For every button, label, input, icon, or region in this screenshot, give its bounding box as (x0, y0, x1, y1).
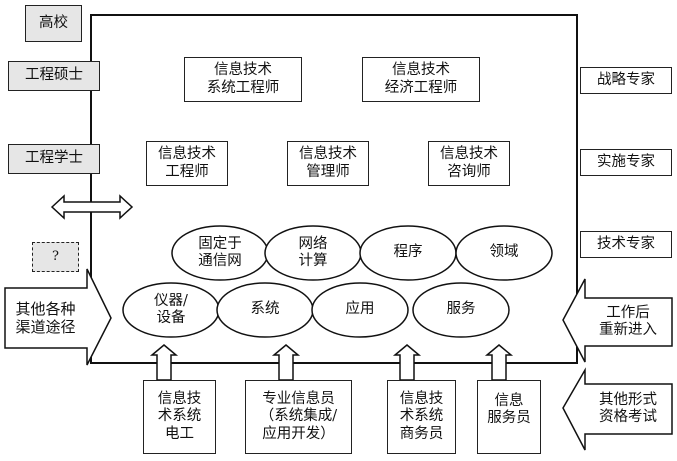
ellipse-row1 (455, 225, 553, 281)
domain-network-computing: 网络 计算 (298, 235, 328, 269)
role-system-engineer (184, 57, 302, 102)
up-arrows (149, 344, 514, 381)
role-info-service-label: 信息 服务员 (487, 392, 531, 426)
ellipse-row2 (311, 282, 409, 338)
unknown-box (32, 242, 79, 272)
role-consultant-label: 信息技术 咨询师 (440, 146, 498, 180)
role-engineer (146, 141, 228, 186)
right-exam-arrow-shape (562, 367, 673, 451)
domain-system: 系统 (250, 301, 280, 318)
role-manager (287, 141, 369, 186)
role-manager-label: 信息技术 管理师 (299, 146, 357, 180)
role-engineer-label: 信息技术 工程师 (158, 146, 216, 180)
domain-program: 程序 (393, 244, 423, 261)
expert-implementation-label: 实施专家 (597, 153, 655, 170)
domain-fixed-network: 固定于 通信网 (198, 235, 242, 269)
role-consultant (428, 141, 510, 186)
tier-university-label: 高校 (39, 14, 68, 31)
domain-instrument: 仪器/ 设备 (154, 292, 188, 326)
expert-technical (580, 231, 672, 258)
double-arrow-icon (50, 194, 134, 220)
role-info-service (477, 380, 541, 454)
domain-application: 应用 (345, 301, 375, 318)
role-info-specialist (245, 380, 352, 454)
tier-master (8, 61, 100, 91)
left-entry-arrow-shape (4, 268, 112, 366)
role-electrician (143, 380, 216, 454)
role-info-specialist-label: 专业信息员 （系统集成/ 应用开发） (259, 390, 338, 442)
role-electrician-label: 信息技 术系统 电工 (157, 390, 202, 442)
reentry-arrow-label: 工作后 重新进入 (599, 304, 657, 338)
role-business (387, 380, 456, 454)
role-economic-engineer-label: 信息技术 经济工程师 (384, 62, 458, 96)
expert-implementation (580, 149, 672, 176)
tier-bachelor-label: 工程学士 (25, 150, 83, 167)
unknown-label: ? (52, 249, 59, 265)
role-business-label: 信息技 术系统 商务员 (399, 390, 444, 442)
tier-university (25, 5, 82, 42)
role-economic-engineer (362, 57, 480, 102)
tier-master-label: 工程硕士 (25, 67, 83, 84)
domain-service: 服务 (446, 301, 476, 318)
expert-strategy-label: 战略专家 (597, 71, 655, 88)
left-entry-arrow-label: 其他各种 渠道途径 (15, 300, 76, 336)
domain-field: 领域 (489, 244, 519, 261)
right-reentry-arrow-shape (562, 278, 673, 363)
tier-bachelor (8, 144, 100, 174)
expert-technical-label: 技术专家 (597, 235, 655, 252)
role-system-engineer-label: 信息技术 系统工程师 (206, 62, 280, 96)
exam-arrow-label: 其他形式 资格考试 (599, 391, 657, 425)
main-frame (90, 14, 578, 364)
ellipse-row2 (412, 282, 510, 338)
expert-strategy (580, 67, 672, 94)
